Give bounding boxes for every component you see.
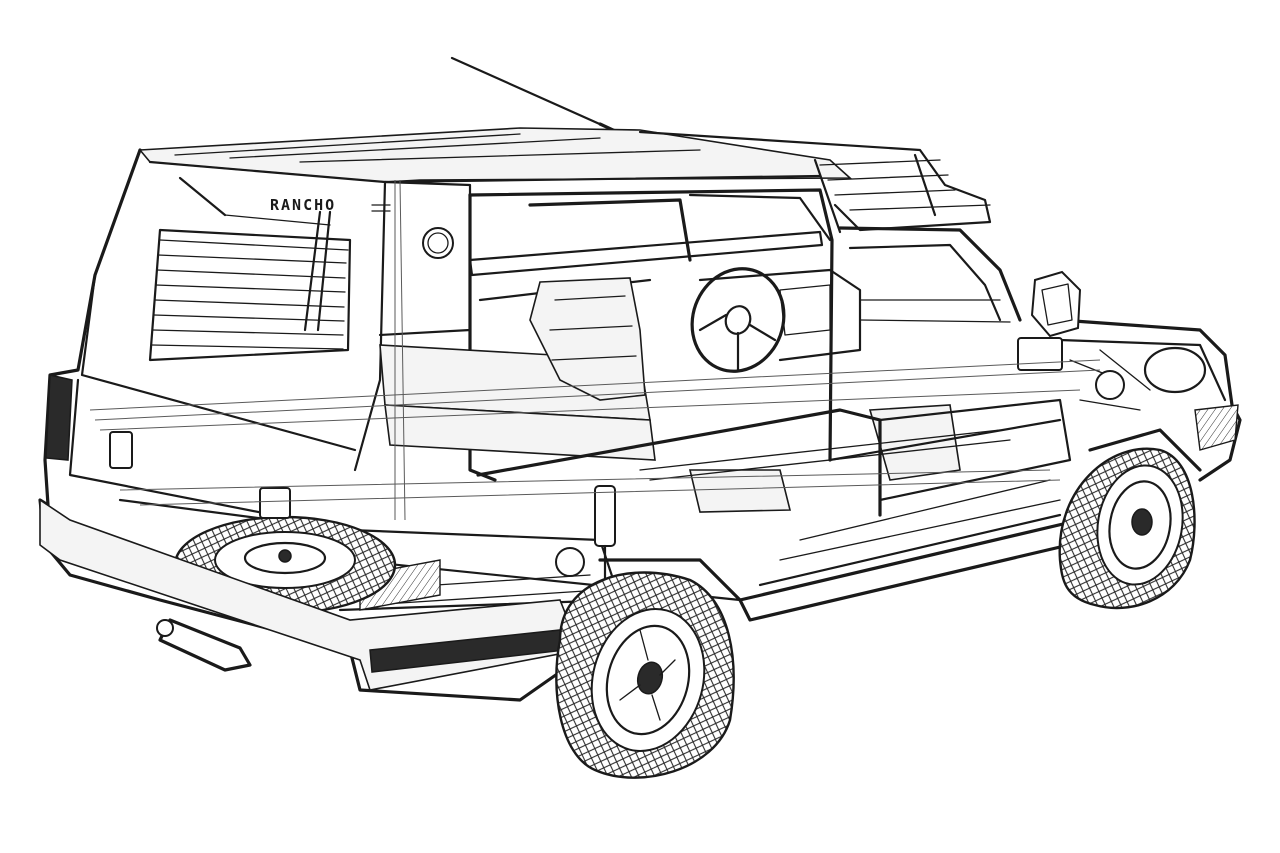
- front-wheel: [1058, 428, 1202, 610]
- roof-rack: [638, 130, 992, 234]
- rancho-badge-text: RANCHO: [270, 196, 336, 214]
- roof-panel: [138, 127, 853, 184]
- side-mirror: [1017, 270, 1082, 371]
- roll-cage: [468, 188, 834, 482]
- ghost-body-lines: [89, 179, 1101, 521]
- model-badge: RANCHO: [270, 196, 391, 214]
- rear-window: [148, 210, 352, 362]
- engine-bay: [1058, 318, 1242, 482]
- tailgate-strut: [178, 176, 331, 226]
- antenna: [450, 56, 628, 138]
- steering-wheel: [690, 267, 786, 373]
- side-door-panels: [476, 398, 1072, 517]
- side-quarter-window: [378, 180, 472, 337]
- dashboard: [698, 268, 1011, 362]
- rear-wheel: [555, 558, 742, 779]
- front-seat: [529, 277, 961, 513]
- rear-shock-absorber: [555, 485, 616, 582]
- front-door-frame: [528, 193, 1022, 322]
- tow-hitch: [156, 618, 252, 672]
